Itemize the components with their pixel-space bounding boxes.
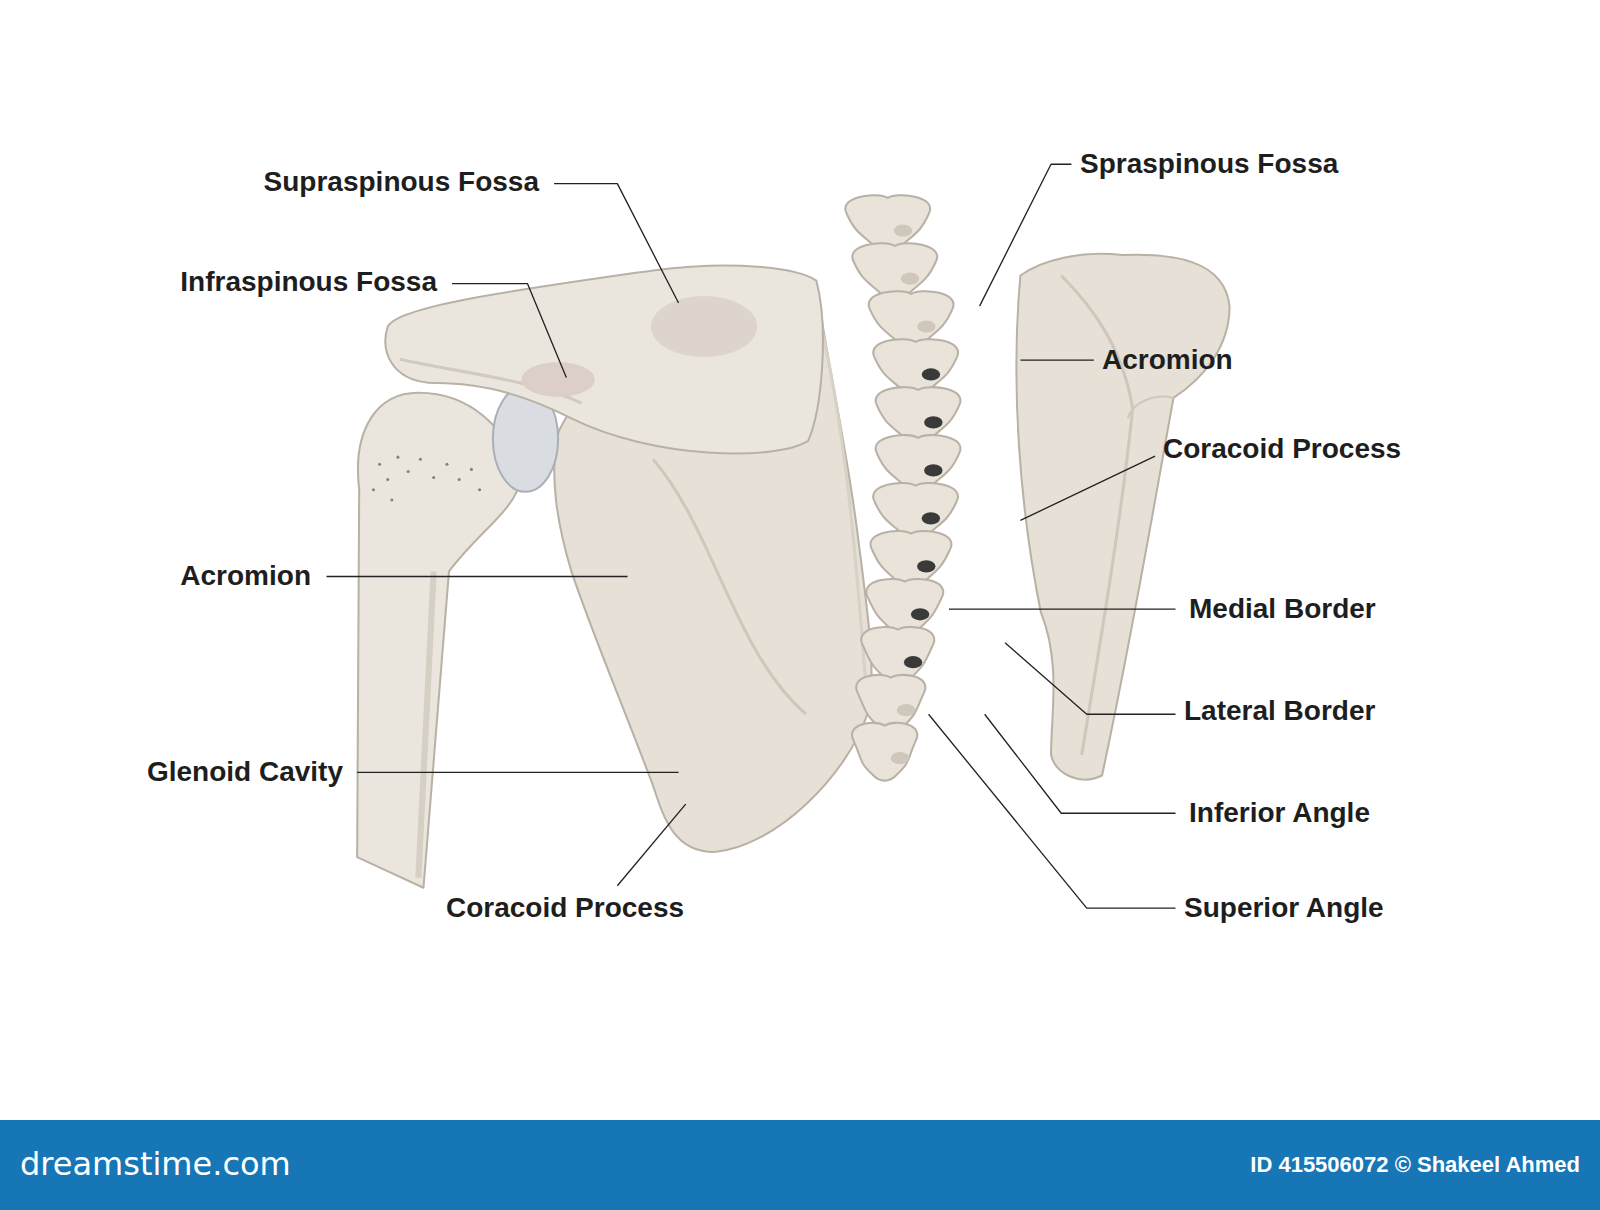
anatomy-label: Acromion bbox=[180, 561, 311, 592]
anatomy-label: Infraspinous Fossa bbox=[180, 267, 437, 298]
humerus bbox=[357, 393, 520, 888]
watermark-text: dreamstime.com bbox=[20, 1147, 291, 1182]
anatomy-label: Coracoid Process bbox=[446, 893, 684, 924]
anatomy-label: Inferior Angle bbox=[1189, 798, 1370, 829]
anatomy-label: Acromion bbox=[1102, 345, 1233, 376]
anatomy-label: Medial Border bbox=[1189, 594, 1376, 625]
anatomy-label: Supraspinous Fossa bbox=[264, 167, 539, 198]
anatomy-label: Glenoid Cavity bbox=[147, 757, 343, 788]
anatomy-label: Lateral Border bbox=[1184, 696, 1375, 727]
scapular-spine bbox=[385, 266, 822, 454]
vertebral-column bbox=[845, 195, 960, 780]
anatomy-label: Superior Angle bbox=[1184, 893, 1384, 924]
anatomy-label: Coracoid Process bbox=[1163, 434, 1401, 465]
vertebra bbox=[852, 723, 917, 781]
credit-text: ID 415506072 © Shakeel Ahmed bbox=[1250, 1153, 1580, 1177]
leader-lines bbox=[327, 164, 1176, 908]
anatomy-label: Spraspinous Fossa bbox=[1080, 149, 1338, 180]
